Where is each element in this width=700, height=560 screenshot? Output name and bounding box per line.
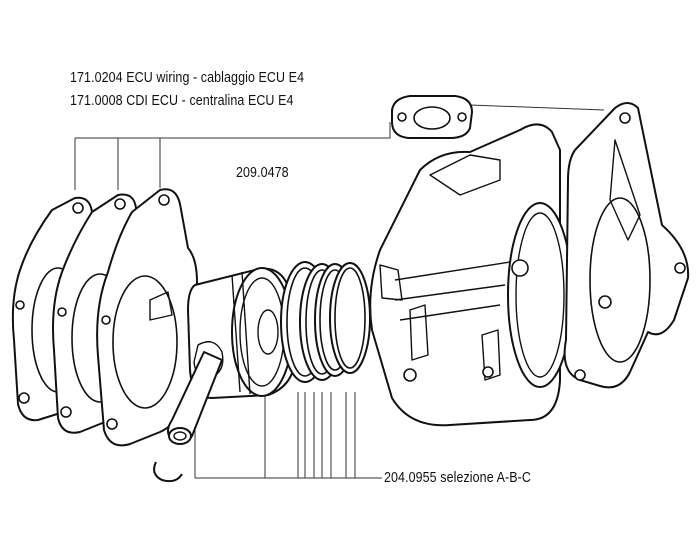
circlip — [153, 461, 183, 483]
piston-pin — [167, 351, 223, 445]
intake-gasket — [391, 95, 473, 139]
kit-part-label: 204.0955 selezione A-B-C — [384, 470, 531, 486]
cylinder — [369, 123, 573, 427]
head-gasket — [563, 102, 690, 389]
piston-rings — [280, 261, 371, 383]
gasket-leader-line — [74, 122, 391, 190]
base-gasket-3 — [96, 188, 198, 447]
ecu-wiring-label: 171.0204 ECU wiring - cablaggio ECU E4 — [70, 70, 305, 86]
cdi-ecu-label: 171.0008 CDI ECU - centralina ECU E4 — [70, 93, 294, 109]
ring-leader-lines — [264, 392, 356, 478]
head-gasket-leader-line — [469, 104, 605, 111]
kit-leader-line — [194, 400, 382, 479]
gasket-part-label: 209.0478 — [236, 165, 289, 181]
